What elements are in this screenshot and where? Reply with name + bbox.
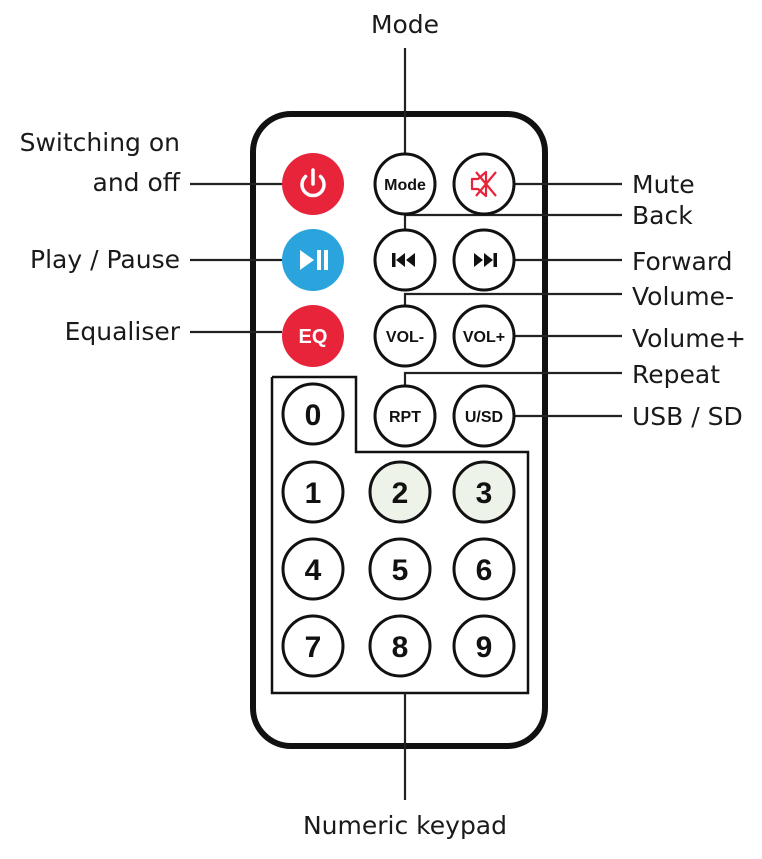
- label-repeat: Repeat: [632, 360, 721, 389]
- power-icon: [300, 168, 326, 198]
- volume-plus-button-label: VOL+: [463, 329, 505, 346]
- keypad-key-3[interactable]: 3: [452, 460, 516, 524]
- mute-button[interactable]: [452, 152, 516, 216]
- label-equaliser: Equaliser: [64, 317, 180, 346]
- label-volume-minus: Volume-: [632, 282, 735, 311]
- power-button[interactable]: [282, 153, 344, 215]
- next-button[interactable]: [452, 228, 516, 292]
- keypad-key-2[interactable]: 2: [368, 460, 432, 524]
- eq-button[interactable]: EQ: [282, 305, 344, 367]
- keypad-key-1[interactable]: 1: [281, 460, 345, 524]
- keypad-key-label: 7: [305, 631, 322, 664]
- keypad-key-label: 1: [305, 477, 322, 510]
- keypad-key-9[interactable]: 9: [452, 614, 516, 678]
- speaker-mute-icon: [470, 170, 497, 198]
- skip-back-icon: [392, 253, 415, 267]
- play-pause-button[interactable]: [282, 229, 344, 291]
- keypad-key-label: 9: [476, 631, 493, 664]
- skip-forward-icon: [474, 253, 497, 267]
- label-forward: Forward: [632, 247, 733, 276]
- keypad-key-6[interactable]: 6: [452, 537, 516, 601]
- label-power-line1: Switching on: [19, 128, 180, 157]
- label-mode: Mode: [370, 10, 440, 39]
- keypad-key-5[interactable]: 5: [368, 537, 432, 601]
- keypad-key-8[interactable]: 8: [368, 614, 432, 678]
- keypad-key-4[interactable]: 4: [281, 537, 345, 601]
- keypad-key-label: 8: [392, 631, 409, 664]
- keypad-key-label: 2: [392, 477, 409, 510]
- keypad-key-7[interactable]: 7: [281, 614, 345, 678]
- keypad-key-label: 6: [476, 554, 493, 587]
- usb-sd-button-label: U/SD: [465, 409, 503, 426]
- eq-button-label: EQ: [299, 326, 328, 348]
- label-numeric-keypad: Numeric keypad: [302, 811, 508, 840]
- previous-button[interactable]: [373, 228, 437, 292]
- volume-plus-button[interactable]: VOL+: [452, 304, 516, 368]
- keypad-outline: [270, 375, 530, 695]
- play-pause-icon: [300, 250, 328, 270]
- label-usb-sd: USB / SD: [632, 402, 743, 431]
- usb-sd-button[interactable]: U/SD: [452, 384, 516, 448]
- keypad-key-label: 5: [392, 554, 409, 587]
- keypad-key-label: 3: [476, 477, 493, 510]
- label-back: Back: [632, 201, 693, 230]
- repeat-button-label: RPT: [389, 409, 421, 426]
- label-volume-plus: Volume+: [632, 324, 746, 353]
- label-play-pause: Play / Pause: [30, 245, 180, 274]
- mode-button[interactable]: Mode: [373, 152, 437, 216]
- repeat-button[interactable]: RPT: [373, 384, 437, 448]
- volume-minus-button-label: VOL-: [386, 329, 424, 346]
- label-power-line2: and off: [92, 168, 181, 197]
- label-mute: Mute: [632, 170, 695, 199]
- keypad-key-0[interactable]: 0: [281, 382, 345, 446]
- volume-minus-button[interactable]: VOL-: [373, 304, 437, 368]
- keypad-key-label: 4: [305, 554, 322, 587]
- mode-button-label: Mode: [384, 177, 426, 194]
- keypad-key-label: 0: [305, 399, 322, 432]
